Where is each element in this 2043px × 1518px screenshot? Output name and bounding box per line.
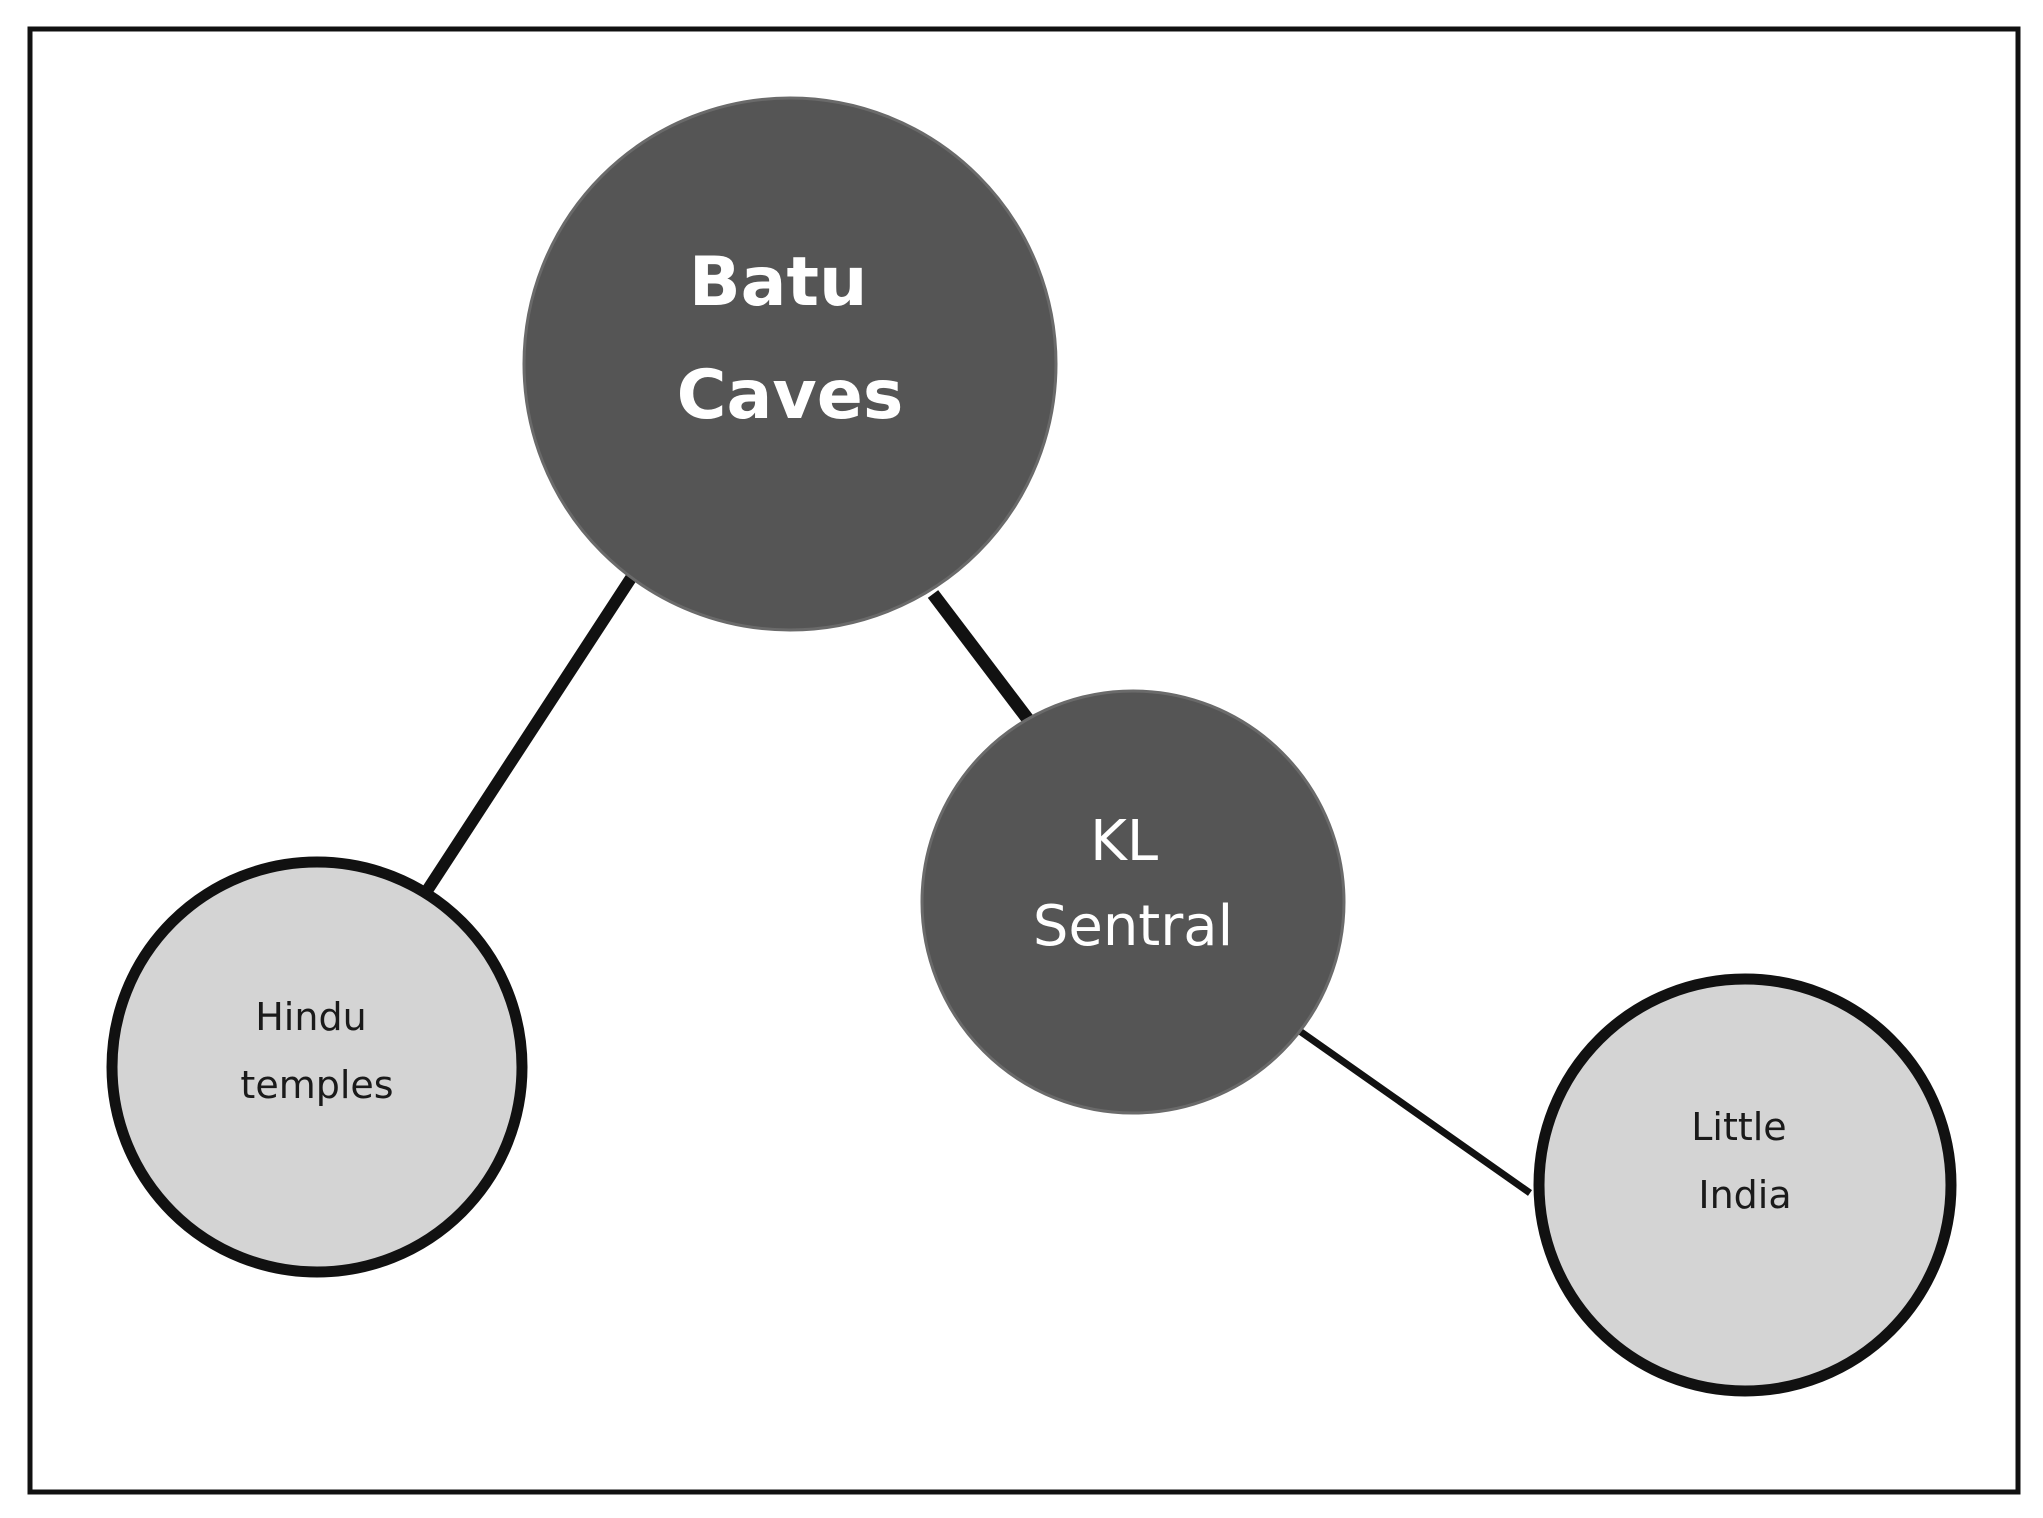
nodes-layer: Batu Caves KL Sentral Hindu temples Litt… xyxy=(106,96,1957,1397)
node-hindu-temples-label-line-1: Hindu xyxy=(255,995,366,1039)
node-little-india-label-line-1: Little xyxy=(1691,1105,1786,1149)
node-little-india-label: Little India xyxy=(1691,1105,1799,1217)
node-hindu-temples-label-line-2: temples xyxy=(240,1063,393,1107)
node-kl-sentral-label: KL Sentral xyxy=(1033,809,1233,959)
node-batu-caves-circle xyxy=(522,96,1058,632)
node-kl-sentral-label-line-1: KL xyxy=(1090,809,1158,874)
node-batu-caves-label: Batu Caves xyxy=(677,243,904,435)
node-hindu-temples-circle xyxy=(106,856,528,1278)
node-kl-sentral-label-line-2: Sentral xyxy=(1033,894,1233,959)
node-batu-caves[interactable]: Batu Caves xyxy=(522,96,1058,632)
node-batu-caves-label-line-2: Caves xyxy=(677,356,904,435)
node-little-india[interactable]: Little India xyxy=(1533,973,1957,1397)
node-little-india-circle xyxy=(1533,973,1957,1397)
node-hindu-temples-label: Hindu temples xyxy=(240,995,393,1107)
node-kl-sentral-circle xyxy=(920,689,1346,1115)
node-batu-caves-label-line-1: Batu xyxy=(689,243,868,322)
edge-batu-caves-to-hindu-temples xyxy=(413,574,637,907)
edge-batu-caves-to-kl-sentral xyxy=(927,590,1036,726)
node-hindu-temples[interactable]: Hindu temples xyxy=(106,856,528,1278)
node-kl-sentral[interactable]: KL Sentral xyxy=(920,689,1346,1115)
node-little-india-label-line-2: India xyxy=(1698,1173,1791,1217)
edge-kl-sentral-to-little-india xyxy=(1291,1024,1533,1196)
edges-layer xyxy=(413,574,1533,1196)
